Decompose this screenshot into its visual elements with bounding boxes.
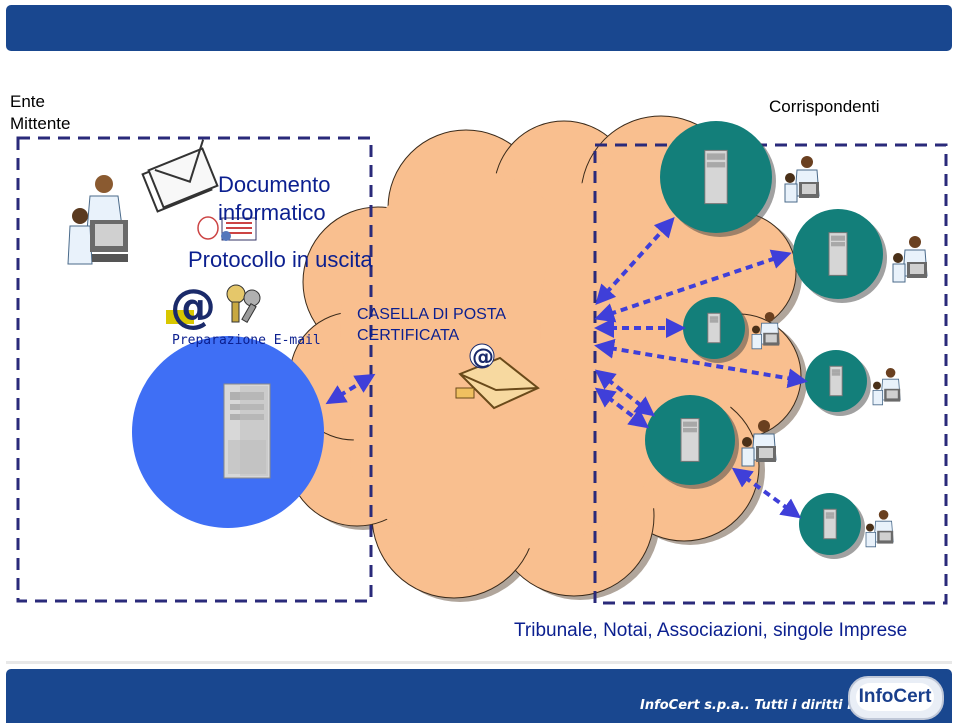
document-envelope-icon — [141, 139, 219, 213]
document-label-line2: informatico — [218, 200, 326, 225]
pec-label-line2: CERTIFICATA — [357, 327, 460, 344]
recipient-server-1 — [660, 121, 776, 237]
protocol-stamp-icon — [197, 216, 257, 241]
pec-envelope-icon: @ — [455, 343, 540, 410]
recipient-person-icon — [865, 510, 894, 548]
footer-band — [6, 669, 952, 723]
protocol-label: Protocollo in uscita — [188, 247, 373, 272]
svg-text:@: @ — [170, 279, 216, 333]
sender-label-line2: Mittente — [10, 114, 71, 133]
logo-text: InfoCert — [856, 683, 934, 711]
recipients-list-label: Tribunale, Notai, Associazioni, singole … — [514, 620, 908, 641]
arrow-pec-to-server-5b — [594, 387, 650, 429]
recipient-person-icon — [751, 312, 780, 350]
pec-label-line1: CASELLA DI POSTA — [357, 306, 507, 323]
sender-dashed-box — [16, 136, 373, 603]
recipient-person-icon — [872, 368, 901, 406]
footer-divider — [6, 661, 952, 664]
arrow-sender-to-pec — [325, 373, 376, 405]
recipient-server-5 — [645, 395, 739, 489]
recipient-server-4 — [805, 350, 871, 416]
sender-label-line1: Ente — [10, 92, 45, 111]
header-bar — [0, 0, 960, 56]
email-prep-label: Preparazione E-mail — [172, 333, 321, 348]
arrow-pec-to-server-4 — [594, 338, 808, 389]
arrow-server-5-to-server-6 — [731, 467, 802, 519]
infocert-logo: InfoCert — [848, 676, 944, 720]
recipient-person-icon — [892, 236, 928, 283]
document-label-line1: Documento — [218, 172, 331, 197]
recipient-person-icon — [784, 156, 820, 203]
recipients-label: Corrispondenti — [769, 97, 880, 116]
footer-copyright: InfoCert s.p.a.. Tutti i diritti riserva… — [640, 698, 909, 713]
header-band — [6, 5, 952, 51]
arrow-pec-to-server-2 — [594, 249, 792, 323]
sender-person-icon — [67, 175, 128, 265]
recipient-people — [741, 156, 928, 548]
recipient-server-6 — [799, 493, 865, 559]
recipient-person-icon — [741, 420, 777, 467]
sender-mail-server — [132, 336, 324, 528]
footer-bar — [0, 667, 960, 724]
email-at-keys-icon: @ — [166, 279, 261, 333]
recipient-server-2 — [793, 209, 887, 303]
svg-text:@: @ — [472, 345, 494, 370]
connection-arrows — [325, 217, 808, 519]
